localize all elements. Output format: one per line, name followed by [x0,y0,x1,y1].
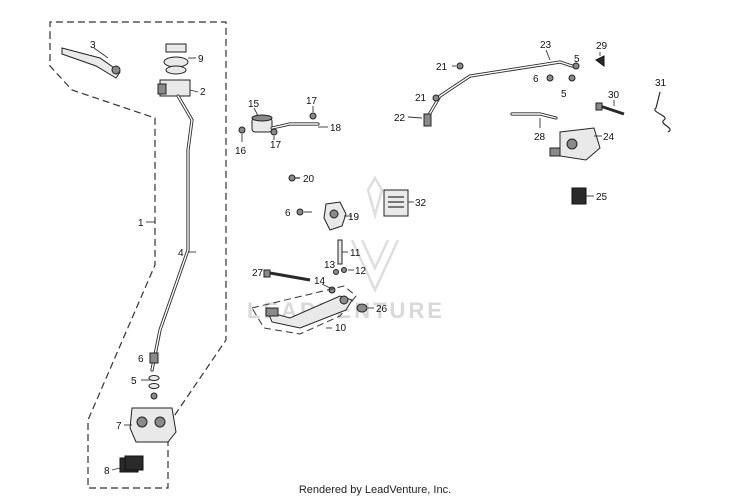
callout-20: 20 [303,174,315,185]
bleeder-valve [595,55,605,67]
callout-16: 16 [235,146,247,157]
callout-28: 28 [534,132,546,143]
banjo-bolt [149,352,159,364]
brake-lever [61,47,121,79]
clip [341,267,347,273]
warning-decal [383,189,409,217]
callout-18: 18 [330,123,342,134]
sealing-washers [148,375,160,400]
callout-17b: 17 [270,140,282,151]
callout-24: 24 [603,132,615,143]
front-brake-assembly-outline [49,21,227,489]
callout-8: 8 [104,466,110,477]
callout-5b: 5 [574,54,580,65]
callout-21a: 21 [436,62,448,73]
brake-pedal [265,295,353,329]
rear-banjo-bolt [423,113,432,127]
callout-15: 15 [248,99,260,110]
callout-26: 26 [376,304,388,315]
callout-25: 25 [596,192,608,203]
callout-2: 2 [200,87,206,98]
front-brake-hose [150,94,194,372]
pin [333,269,339,275]
front-brake-caliper [129,407,177,443]
callout-6a: 6 [138,354,144,365]
callout-7: 7 [116,421,122,432]
watermark-logo [350,175,400,293]
callout-19: 19 [348,212,360,223]
brake-pedal-outline [251,285,357,335]
hose-clamp-upper [309,112,317,120]
pivot-bolt [263,269,311,282]
callout-31: 31 [655,78,667,89]
callout-11: 11 [350,248,361,259]
rear-brake-caliper [549,127,601,161]
return-spring [654,91,671,133]
footer-credit: Rendered by LeadVenture, Inc. [298,484,452,496]
callout-17a: 17 [306,96,318,107]
rear-brake-pads [571,187,587,205]
mounting-bolt-6 [296,208,304,216]
hose-fitting-upper [456,62,464,70]
hose-fitting-lower [432,94,440,102]
callout-12: 12 [355,266,367,277]
callout-23: 23 [540,40,552,51]
front-brake-pads [119,455,144,473]
washer-5-lower [568,74,576,82]
callout-4: 4 [178,248,184,259]
bushing [356,303,368,313]
hose-clamp-lower [270,128,278,136]
callout-5a: 5 [131,376,137,387]
callout-30: 30 [608,90,620,101]
callout-5c: 5 [561,89,567,100]
mounting-bolt-20 [288,174,300,182]
reservoir-mount-bolt [238,126,246,134]
master-cylinder [157,79,191,97]
rear-master-cylinder [323,201,347,231]
callout-29: 29 [596,41,608,52]
callout-9: 9 [198,54,204,65]
callout-10: 10 [335,323,347,334]
callout-6b: 6 [285,208,291,219]
callout-27: 27 [252,268,264,279]
washer-5-upper [572,62,580,70]
caliper-bolt [595,102,625,116]
callout-1: 1 [138,218,144,229]
pushrod [337,239,343,265]
callout-32: 32 [415,198,427,209]
callout-13: 13 [324,260,336,271]
callout-21b: 21 [415,93,427,104]
callout-22: 22 [394,113,406,124]
callout-14: 14 [314,276,326,287]
callout-6c: 6 [533,74,539,85]
reservoir-cap [163,43,189,75]
rear-reservoir [251,114,273,133]
bolt-6-upper [546,74,554,82]
callout-3: 3 [90,40,96,51]
